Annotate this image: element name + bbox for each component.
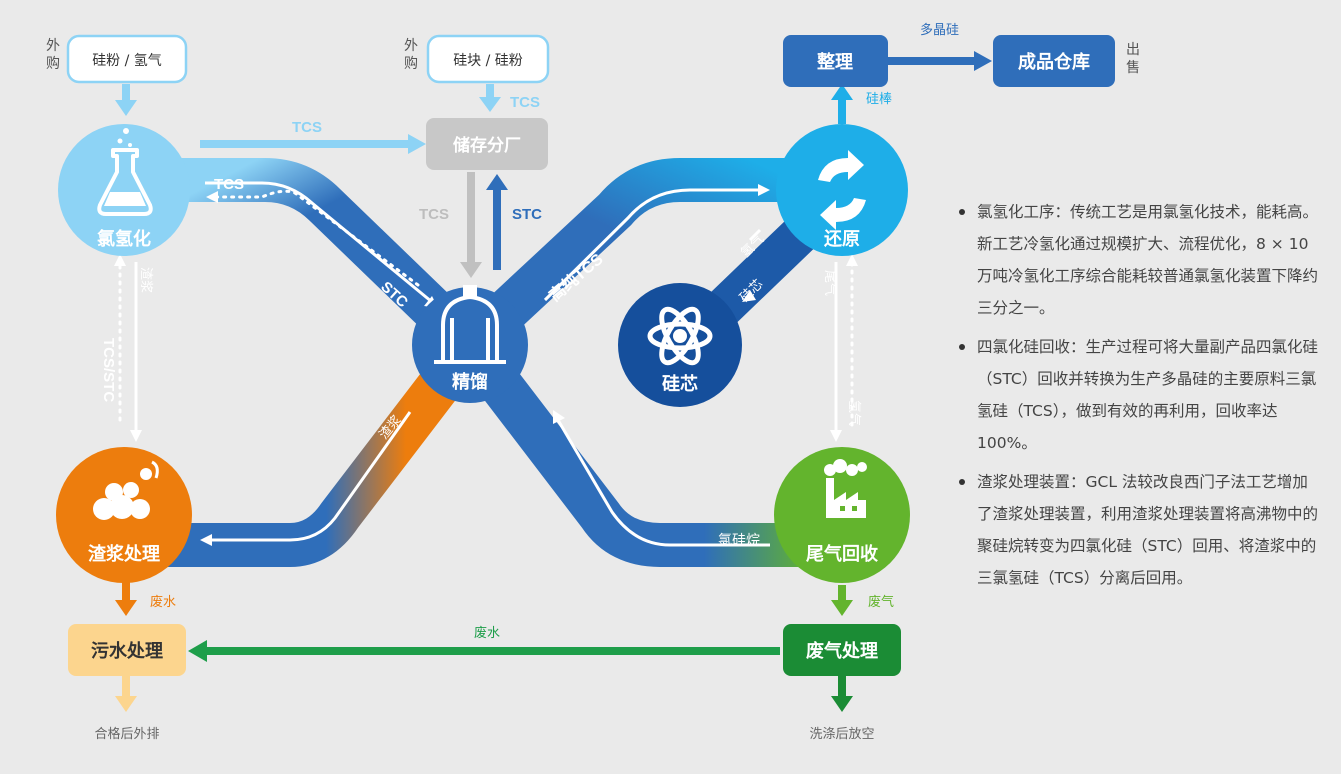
tcs-storage-down-label: TCS (419, 206, 449, 223)
factory-icon (824, 459, 867, 518)
tail-gas-label: 尾气回收 (806, 543, 878, 564)
slurry-out-arrow (210, 411, 412, 542)
chlorosilane-return-arrow (556, 419, 770, 547)
outsourced-right-char-1: 外 (404, 38, 418, 54)
storage-label: 储存分厂 (453, 135, 521, 156)
sewage-label: 污水处理 (91, 640, 163, 662)
waste-water-line-label: 废水 (474, 625, 500, 641)
inner-flow-arrows (118, 181, 854, 547)
bubbles-icon (93, 460, 159, 520)
outsourced-vertical-labels: 外 购 外 购 出 售 (46, 38, 1140, 76)
silicon-powder-hydrogen-text: 硅粉 / 氢气 (92, 53, 162, 69)
stc-up-label: STC (512, 206, 542, 223)
sale-char-2: 售 (1126, 60, 1140, 76)
waste-gas-label: 废气 (868, 594, 894, 610)
band-distillation-to-reduction (455, 158, 830, 362)
reduction-label: 还原 (823, 229, 860, 249)
outsourced-right-char-2: 购 (404, 56, 418, 72)
exhaust-box (783, 624, 901, 676)
storage-box (426, 118, 548, 170)
tcs-band-label: TCS (214, 176, 244, 193)
note-chlorination: 氯氢化工序：传统工艺是用氯氢化技术，能耗高。新工艺冷氢化通过规模扩大、流程优化，… (958, 196, 1318, 324)
outsourced-left-char-1: 外 (46, 38, 60, 54)
waste-water-label-slurry: 废水 (150, 594, 176, 610)
reduction-node (776, 124, 908, 256)
silicon-core-label: 硅芯 (662, 373, 698, 394)
sewage-box (68, 624, 186, 676)
band-chlorination-to-distillation (155, 158, 486, 361)
slurry-label: 渣浆处理 (88, 543, 160, 564)
note-slurry: 渣浆处理装置：GCL 法较改良西门子法工艺增加了渣浆处理装置，利用渣浆处理装置将… (958, 466, 1318, 594)
silicon-rod-label: 硅棒 (866, 92, 892, 107)
flask-icon (97, 128, 153, 216)
chlorination-node (58, 124, 190, 256)
note-stc-recovery: 四氯化硅回收：生产过程可将大量副产品四氯化硅（STC）回收并转换为生产多晶硅的主… (958, 331, 1318, 459)
tcs-stc-label: TCS/STC (100, 338, 117, 402)
recycle-arrows-icon (818, 150, 866, 230)
vent-label: 洗涤后放空 (809, 727, 874, 742)
chlorination-label: 氯氢化 (97, 228, 151, 249)
tcs-to-storage-label: TCS (292, 119, 322, 136)
silicon-powder-hydrogen-box (66, 34, 188, 84)
distillation-column-icon (434, 285, 506, 364)
warehouse-label: 成品仓库 (1018, 51, 1090, 73)
stc-in-dotted-arrow (213, 189, 420, 287)
warehouse-box (993, 35, 1115, 87)
band-distillation-to-slurry (150, 331, 488, 567)
distillation-node (412, 287, 528, 403)
silicon-chunk-powder-box (426, 34, 550, 84)
tail-gas-flow-label: 尾气 (822, 270, 838, 296)
finishing-label: 整理 (816, 51, 853, 73)
thin-arrows (115, 51, 992, 712)
pure-tcs-arrow (543, 188, 760, 302)
tcs-storage-top-label: TCS (510, 94, 540, 111)
inner-arrowheads (114, 184, 858, 546)
hydrogen-flow-label: 氢气 (846, 400, 862, 426)
finishing-box (783, 35, 888, 87)
sale-char-1: 出 (1126, 42, 1140, 58)
distillation-label: 精馏 (452, 371, 488, 392)
discharge-label: 合格后外排 (94, 726, 159, 742)
silicon-core-out-arrow (748, 228, 762, 242)
slag-label-left: 渣浆 (138, 267, 153, 293)
process-notes: 氯氢化工序：传统工艺是用氯氢化技术，能耗高。新工艺冷氢化通过规模扩大、流程优化，… (958, 196, 1318, 601)
outsourced-left-char-2: 购 (46, 56, 60, 72)
exhaust-label: 废气处理 (806, 640, 878, 662)
silicon-core-node (618, 283, 742, 407)
chlorosilane-label: 氯硅烷 (718, 533, 760, 549)
atom-icon (647, 306, 713, 366)
tcs-out-arrow (205, 181, 433, 304)
polysilicon-label: 多晶硅 (920, 22, 959, 38)
silicon-chunk-powder-text: 硅块 / 硅粉 (453, 53, 523, 69)
